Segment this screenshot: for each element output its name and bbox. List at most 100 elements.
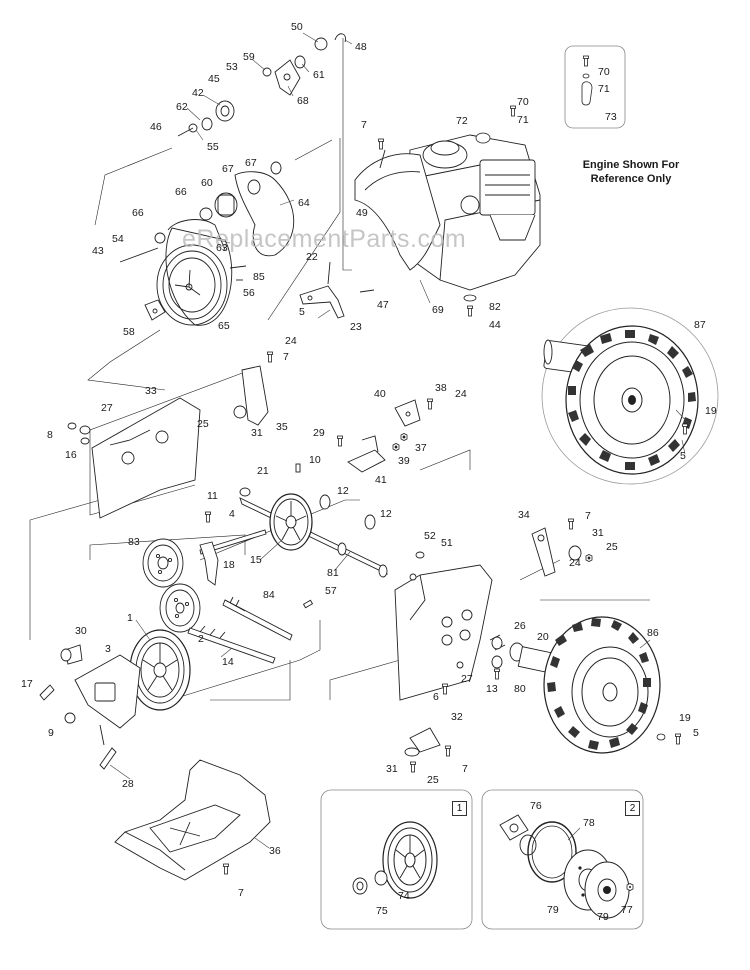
part-label-21: 21 bbox=[257, 465, 269, 477]
part-label-66: 66 bbox=[132, 207, 144, 219]
part-label-31: 31 bbox=[386, 763, 398, 775]
part-label-78: 78 bbox=[583, 817, 595, 829]
part-label-83: 83 bbox=[128, 536, 140, 548]
part-label-85: 85 bbox=[253, 271, 265, 283]
part-label-75: 75 bbox=[376, 905, 388, 917]
part-label-27: 27 bbox=[101, 402, 113, 414]
belt-pulley-assembly bbox=[119, 33, 346, 326]
part-label-72: 72 bbox=[456, 115, 468, 127]
inset-tag-1: 1 bbox=[452, 801, 467, 816]
part-label-55: 55 bbox=[207, 141, 219, 153]
part-label-28: 28 bbox=[122, 778, 134, 790]
part-label-67: 67 bbox=[222, 163, 234, 175]
part-label-57: 57 bbox=[325, 585, 337, 597]
part-label-5: 5 bbox=[299, 306, 305, 318]
wheel-86 bbox=[543, 616, 681, 754]
part-label-42: 42 bbox=[192, 87, 204, 99]
part-label-73: 73 bbox=[605, 111, 617, 123]
part-label-24: 24 bbox=[455, 388, 467, 400]
part-label-24: 24 bbox=[285, 335, 297, 347]
part-label-36: 36 bbox=[269, 845, 281, 857]
pulley-1-bracket-3 bbox=[39, 629, 191, 770]
part-label-56: 56 bbox=[243, 287, 255, 299]
part-label-79: 79 bbox=[547, 904, 559, 916]
part-label-52: 52 bbox=[424, 530, 436, 542]
bracket-23 bbox=[299, 261, 375, 319]
linkage-pulleys bbox=[142, 511, 267, 633]
part-label-7: 7 bbox=[462, 763, 468, 775]
part-label-59: 59 bbox=[243, 51, 255, 63]
gear-axle bbox=[239, 463, 388, 578]
part-label-35: 35 bbox=[276, 421, 288, 433]
part-label-50: 50 bbox=[291, 21, 303, 33]
part-label-7: 7 bbox=[283, 351, 289, 363]
part-label-25: 25 bbox=[197, 418, 209, 430]
watermark-text: eReplacementParts.com bbox=[182, 225, 467, 253]
part-label-24: 24 bbox=[569, 557, 581, 569]
part-label-26: 26 bbox=[514, 620, 526, 632]
engine-reference-note: Engine Shown For Reference Only bbox=[556, 158, 706, 186]
part-label-10: 10 bbox=[309, 454, 321, 466]
part-label-87: 87 bbox=[694, 319, 706, 331]
part-label-18: 18 bbox=[223, 559, 235, 571]
part-label-67: 67 bbox=[245, 157, 257, 169]
part-label-68: 68 bbox=[297, 95, 309, 107]
engine-note-line-2: Reference Only bbox=[590, 173, 672, 185]
part-label-65: 65 bbox=[218, 320, 230, 332]
part-label-22: 22 bbox=[306, 251, 318, 263]
leader-lines bbox=[109, 32, 691, 849]
part-label-62: 62 bbox=[176, 101, 188, 113]
part-label-29: 29 bbox=[313, 427, 325, 439]
inset-box-2 bbox=[481, 789, 644, 930]
part-label-49: 49 bbox=[356, 207, 368, 219]
part-label-1: 1 bbox=[127, 612, 133, 624]
part-label-27: 27 bbox=[461, 673, 473, 685]
shafts bbox=[187, 596, 314, 664]
part-label-15: 15 bbox=[250, 554, 262, 566]
part-label-44: 44 bbox=[489, 319, 501, 331]
part-label-12: 12 bbox=[337, 485, 349, 497]
part-label-77: 77 bbox=[621, 904, 633, 916]
part-label-51: 51 bbox=[441, 537, 453, 549]
part-label-11: 11 bbox=[207, 490, 218, 502]
part-label-30: 30 bbox=[75, 625, 87, 637]
part-label-13: 13 bbox=[486, 683, 498, 695]
part-label-60: 60 bbox=[201, 177, 213, 189]
part-label-81: 81 bbox=[327, 567, 339, 579]
part-label-17: 17 bbox=[21, 678, 33, 690]
part-label-46: 46 bbox=[150, 121, 162, 133]
part-label-63: 63 bbox=[216, 242, 228, 254]
part-label-4: 4 bbox=[229, 508, 235, 520]
part-label-9: 9 bbox=[48, 727, 54, 739]
part-label-25: 25 bbox=[427, 774, 439, 786]
part-label-69: 69 bbox=[432, 304, 444, 316]
engine-hardware bbox=[378, 105, 516, 317]
part-label-6: 6 bbox=[433, 691, 439, 703]
part-label-34: 34 bbox=[518, 509, 530, 521]
part-label-20: 20 bbox=[537, 631, 549, 643]
part-label-19: 19 bbox=[679, 712, 691, 724]
part-label-40: 40 bbox=[374, 388, 386, 400]
frame-right bbox=[394, 518, 593, 773]
part-label-33: 33 bbox=[145, 385, 157, 397]
part-label-70: 70 bbox=[517, 96, 529, 108]
part-label-16: 16 bbox=[65, 449, 77, 461]
engine bbox=[404, 134, 541, 291]
part-label-25: 25 bbox=[606, 541, 618, 553]
part-label-12: 12 bbox=[380, 508, 392, 520]
part-label-70: 70 bbox=[598, 66, 610, 78]
inset-hardware bbox=[564, 45, 626, 129]
inset-box-1 bbox=[320, 789, 473, 930]
engine-note-line-1: Engine Shown For bbox=[582, 159, 680, 171]
part-label-14: 14 bbox=[222, 656, 234, 668]
part-label-76: 76 bbox=[530, 800, 542, 812]
part-label-2: 2 bbox=[198, 633, 204, 645]
part-label-43: 43 bbox=[92, 245, 104, 257]
guide-lines bbox=[29, 38, 650, 701]
part-label-74: 74 bbox=[398, 890, 410, 902]
bracket-40-41 bbox=[337, 398, 433, 473]
part-label-5: 5 bbox=[680, 450, 686, 462]
belt-cover bbox=[354, 149, 441, 271]
part-label-61: 61 bbox=[313, 69, 325, 81]
